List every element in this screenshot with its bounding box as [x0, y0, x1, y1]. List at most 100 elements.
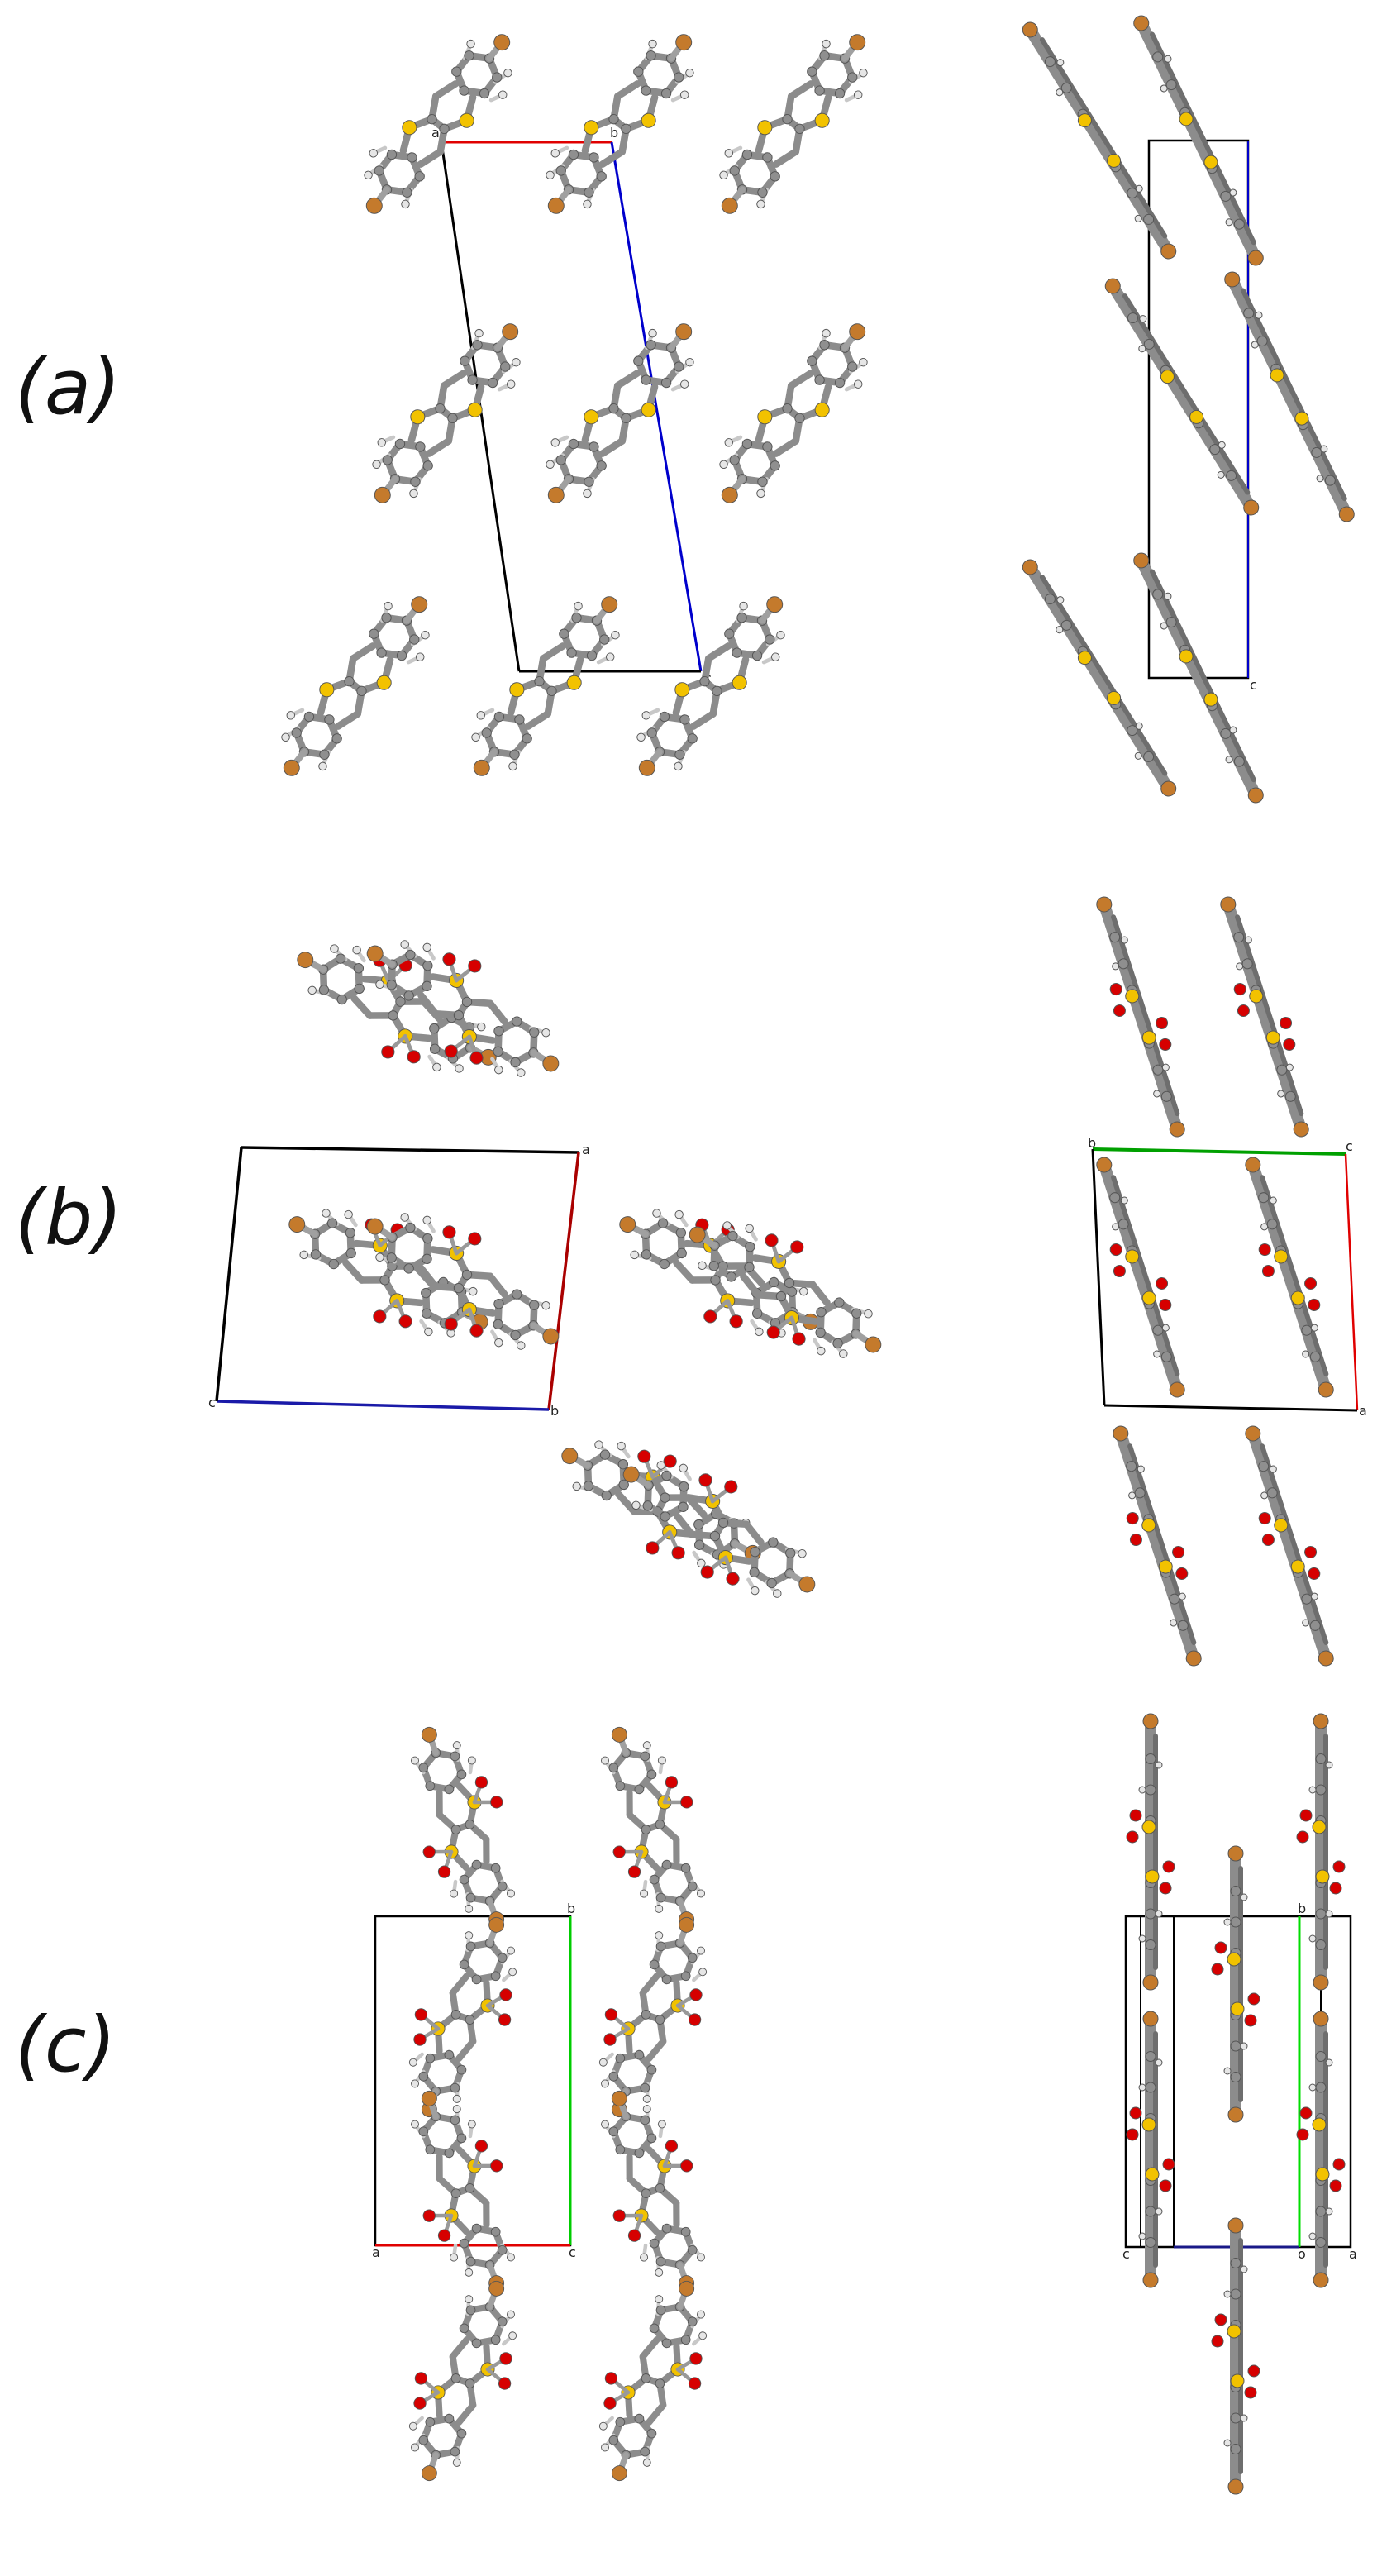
carbon-atom [601, 1490, 612, 1501]
hydrogen-atom [724, 149, 733, 158]
sulfur-atom [732, 675, 747, 690]
oxygen-atom [689, 1988, 703, 2001]
hydrogen-atom [503, 68, 512, 78]
sulfur-atom [1077, 113, 1092, 128]
hydrogen-atom [1164, 592, 1172, 600]
oxygen-atom [1233, 983, 1246, 996]
carbon-atom [655, 2256, 666, 2267]
hydrogen-atom [494, 1338, 503, 1348]
bond [673, 1835, 680, 1865]
axis-label-b: b [1298, 1901, 1306, 1916]
cell-edge-c [216, 1400, 550, 1411]
axis-label-b: b [550, 1403, 559, 1419]
axis-label-b: b [567, 1901, 575, 1916]
carbon-atom [680, 1971, 691, 1982]
carbon-atom [660, 88, 672, 99]
hydrogen-atom [606, 652, 615, 661]
oxygen-atom [724, 1480, 738, 1494]
carbon-atom [785, 1548, 796, 1558]
bromine-atom [849, 323, 866, 341]
carbon-atom [586, 650, 598, 661]
bond [1138, 23, 1259, 258]
hydrogen-atom [1225, 218, 1233, 227]
hydrogen-atom [1320, 445, 1328, 453]
oxygen-atom [469, 1324, 484, 1338]
hydrogen-atom [494, 1065, 503, 1075]
sulfur-atom [641, 402, 656, 417]
carbon-atom [814, 374, 825, 385]
carbon-atom [641, 2373, 651, 2383]
bromine-atom [1243, 499, 1260, 516]
molecule-edge-on [1133, 552, 1264, 804]
oxygen-atom [1329, 2179, 1342, 2192]
carbon-atom [335, 953, 346, 964]
carbon-atom [1145, 1753, 1156, 1764]
carbon-atom [465, 1820, 475, 1829]
bromine-atom [411, 596, 428, 613]
hydrogen-atom [508, 2331, 517, 2340]
oxygen-atom [627, 2229, 641, 2242]
bond [772, 148, 800, 168]
carbon-atom [497, 1953, 508, 1963]
hydrogen-atom [1260, 1223, 1269, 1231]
carbon-atom [1230, 2072, 1241, 2082]
hydrogen-atom [1251, 341, 1259, 349]
bond [704, 642, 732, 662]
bond [1138, 561, 1259, 795]
oxygen-atom [381, 1045, 395, 1059]
carbon-atom [1145, 2051, 1156, 2062]
carbon-atom [555, 165, 566, 176]
hydrogen-atom [642, 1741, 651, 1750]
bond [342, 1259, 365, 1284]
bond [417, 148, 445, 168]
hydrogen-atom [1138, 2232, 1146, 2240]
bromine-atom [283, 759, 300, 776]
carbon-atom [407, 152, 417, 163]
carbon-atom [608, 403, 619, 414]
carbon-atom [762, 441, 773, 452]
oxygen-atom [1283, 1038, 1296, 1051]
carbon-atom [493, 711, 505, 723]
oxygen-atom [398, 1314, 412, 1329]
bond [615, 1491, 638, 1515]
hydrogen-atom [1138, 1786, 1146, 1794]
sulfur-atom [1203, 155, 1218, 169]
oxygen-atom [444, 1044, 458, 1058]
sulfur-atom [1141, 2117, 1156, 2132]
carbon-atom [1044, 56, 1056, 68]
carbon-atom [655, 2378, 665, 2388]
bond [1117, 1433, 1198, 1658]
hydrogen-atom [611, 630, 620, 640]
bond [431, 80, 460, 100]
carbon-atom [1152, 51, 1164, 63]
carbon-atom [819, 340, 830, 351]
carbon-atom [456, 2133, 467, 2144]
hydrogen-atom [685, 357, 694, 367]
carbon-atom [459, 85, 469, 96]
carbon-atom [1315, 2082, 1327, 2093]
bromine-atom [1245, 1157, 1261, 1173]
bond [539, 642, 567, 662]
oxygen-atom [1308, 1567, 1321, 1580]
carbon-atom [522, 733, 532, 744]
carbon-atom [770, 460, 780, 471]
carbon-atom [450, 2446, 460, 2457]
hydrogen-atom [507, 379, 516, 389]
hydrogen-atom [541, 1300, 550, 1310]
carbon-atom [640, 2082, 650, 2093]
carbon-atom [418, 1763, 429, 1773]
bond [1260, 1175, 1329, 1377]
hydrogen-atom [400, 940, 409, 949]
hydrogen-atom [642, 2094, 651, 2103]
oxygen-atom [1159, 2179, 1172, 2192]
bond [1229, 279, 1350, 514]
carbon-atom [596, 460, 607, 471]
bond [1027, 566, 1171, 789]
bond [350, 995, 374, 1019]
hydrogen-atom [1325, 2207, 1333, 2216]
cell-edge-b [1092, 1147, 1346, 1156]
carbon-atom [1145, 1784, 1156, 1796]
hydrogen-atom [1310, 1592, 1318, 1600]
carbon-atom [396, 650, 407, 661]
carbon-atom [640, 2446, 650, 2457]
